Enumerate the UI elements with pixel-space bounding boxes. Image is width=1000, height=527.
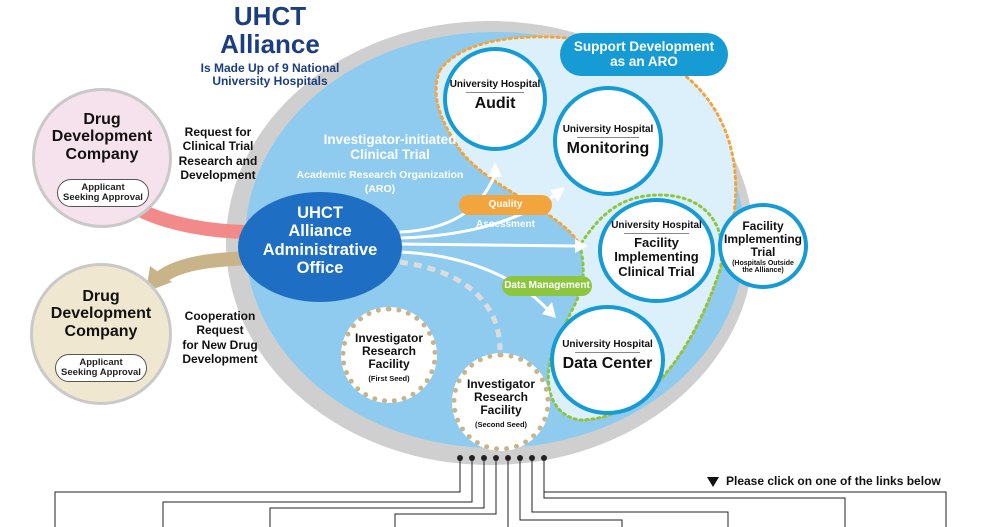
seed2-l1: Investigator [466,377,535,391]
drug-top-l2: Development [51,128,153,146]
monitoring-name: Monitoring [566,140,650,157]
drug-bottom-l1: Drug [82,288,120,305]
iict-l1: Investigator-initiated [323,132,457,147]
applicant-badge-top: Applicant Seeking Approval [57,179,149,207]
seed1-l3: Facility [368,357,410,372]
request-arrow [136,203,251,239]
monitoring-hospital: University Hospital [562,124,654,135]
subtitle-line1: Is Made Up of 9 National [200,61,340,75]
drug-top-l3: Company [65,145,139,163]
quality-assessment-text: Quality Assessment [476,199,535,230]
coop-l1: Cooperation [184,309,256,323]
facility-trial-circle[interactable]: University Hospital Facility Implementin… [598,198,715,303]
coop-l4: Development [182,352,258,367]
admin-l4: Office [296,259,344,278]
coop-l3: for New Drug [182,337,258,352]
seed2-l4: (Second Seed) [474,419,528,429]
data-management-label: Data Management [502,276,592,296]
drug-top-l1: Drug [83,111,121,128]
facility-l2: Implementing [614,249,699,265]
seed2-l2: Research [473,390,529,405]
admin-l3: Administrative [262,240,378,259]
badge-top-2: Seeking Approval [63,192,143,204]
down-triangle-icon [707,477,719,487]
alliance-subtitle: Is Made Up of 9 National University Hosp… [175,62,365,88]
drug-bottom-l2: Development [50,305,152,323]
quality-assessment-label: Quality Assessment [459,195,552,230]
request-l4: Development [180,168,256,183]
audit-hospital: University Hospital [449,79,541,90]
outside-l4: (Hospitals Outside [732,259,794,267]
coop-l2: Request [196,323,244,338]
investigator-facility-first-seed[interactable]: Investigator Research Facility (First Se… [341,307,437,403]
admin-l2: Alliance [288,222,352,241]
drug-bottom-l3: Company [64,322,138,340]
outside-facility-circle[interactable]: Facility Implementing Trial (Hospitals O… [718,203,808,289]
monitoring-circle[interactable]: University Hospital Monitoring [553,86,663,196]
subtitle-line2: University Hospitals [212,73,328,88]
badge-bottom-2: Seeking Approval [61,367,141,379]
facility-hospital: University Hospital [611,220,702,231]
seed2-l3: Facility [480,403,522,418]
badge-bottom-1: Applicant [79,357,123,368]
investigator-facility-second-seed[interactable]: Investigator Research Facility (Second S… [452,353,550,451]
facility-l1: Facility [634,235,679,250]
links-hint: Please click on one of the links below [726,474,941,488]
aro-l1: Academic Research Organization [296,169,464,181]
request-l2: Clinical Trial [182,139,254,154]
outside-l2: Implementing [723,232,802,247]
aro-l2: (ARO) [364,183,396,196]
admin-office[interactable]: UHCT Alliance Administrative Office [238,192,402,302]
audit-name: Audit [474,95,516,112]
drug-company-top[interactable]: Drug Development Company Applicant Seeki… [32,88,172,228]
iict-heading: Investigator-initiated Clinical Trial [290,132,490,162]
title-line2: Alliance [220,29,320,60]
admin-l1: UHCT [297,204,343,222]
applicant-badge-bottom: Applicant Seeking Approval [55,354,147,382]
outside-l1: Facility [742,219,784,233]
request-l3: Research and [178,153,258,168]
iict-l2: Clinical Trial [350,146,430,162]
aro-caption: Academic Research Organization (ARO) [280,168,480,196]
seed1-l2: Research [361,344,417,359]
seed1-l4: (First Seed) [368,373,410,383]
support-line2: as an ARO [610,54,678,69]
title-line1: UHCT [233,1,307,31]
datacenter-name: Data Center [562,355,653,372]
drug-company-bottom[interactable]: Drug Development Company Applicant Seeki… [30,263,172,405]
datacenter-hospital: University Hospital [562,339,653,350]
badge-top-1: Applicant [81,182,125,193]
request-l1: Request for [184,125,252,139]
data-center-circle[interactable]: University Hospital Data Center [550,305,665,415]
seed1-l1: Investigator [354,331,423,345]
outside-l5: the Alliance) [742,266,784,274]
support-development-label[interactable]: Support Development as an ARO [560,33,728,76]
data-management-text: Data Management [504,280,590,291]
request-text: Request for Clinical Trial Research and … [170,125,266,183]
facility-l3: Clinical Trial [618,263,695,279]
audit-circle[interactable]: University Hospital Audit [443,47,547,151]
alliance-title: UHCT Alliance [200,2,340,58]
outside-l3: Trial [750,245,776,260]
support-line1: Support Development [573,39,715,54]
cooperation-text: Cooperation Request for New Drug Develop… [172,309,268,367]
